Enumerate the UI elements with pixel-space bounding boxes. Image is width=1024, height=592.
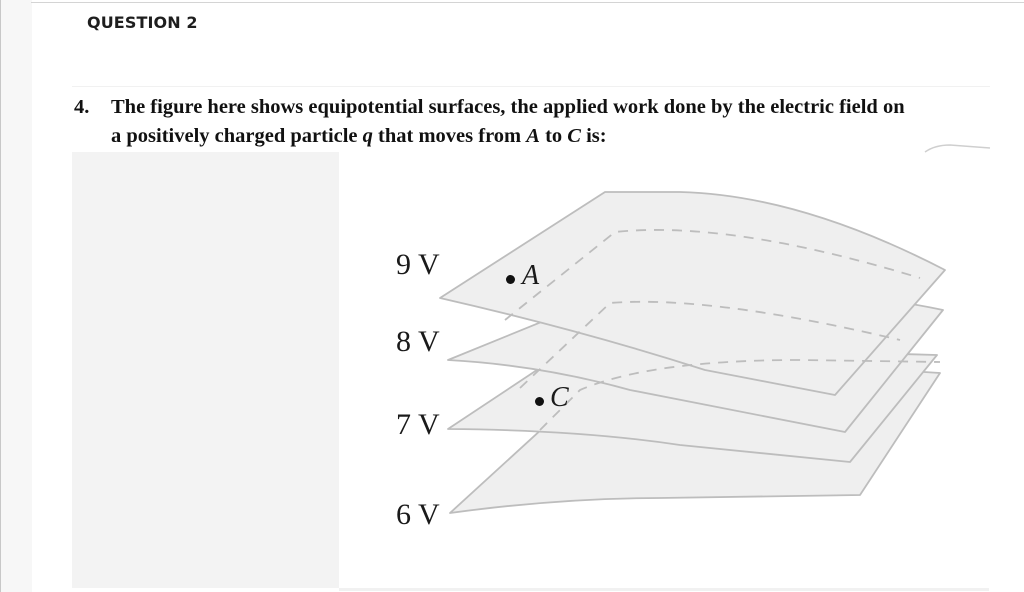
var-a: A bbox=[526, 125, 540, 147]
var-q: q bbox=[362, 125, 373, 147]
equipotential-figure: 9 V 8 V 7 V 6 V A C bbox=[380, 180, 980, 540]
left-rail bbox=[0, 0, 32, 592]
surface-9v bbox=[439, 191, 946, 396]
equipotential-surfaces-drawing bbox=[439, 191, 946, 514]
var-c: C bbox=[567, 125, 581, 147]
card-divider bbox=[72, 86, 990, 87]
label-6v: 6 V bbox=[396, 498, 440, 531]
point-c-dot bbox=[535, 397, 544, 406]
figure-side-panel bbox=[72, 152, 339, 588]
point-c-label: C bbox=[550, 382, 569, 413]
label-7v: 7 V bbox=[396, 408, 440, 441]
question-number: 4. bbox=[74, 96, 90, 118]
question-card: 4. The figure here shows equipotential s… bbox=[72, 86, 990, 591]
label-8v: 8 V bbox=[396, 325, 440, 358]
point-a-dot bbox=[506, 275, 515, 284]
question-line-1: The figure here shows equipotential surf… bbox=[111, 96, 905, 118]
label-9v: 9 V bbox=[396, 248, 440, 281]
top-divider bbox=[31, 2, 1024, 3]
question-line-2: a positively charged particle q that mov… bbox=[111, 125, 607, 147]
question-heading: QUESTION 2 bbox=[87, 13, 198, 32]
decorative-curve bbox=[924, 144, 991, 153]
card-bottom-border bbox=[339, 588, 989, 591]
point-a-label: A bbox=[522, 260, 540, 291]
